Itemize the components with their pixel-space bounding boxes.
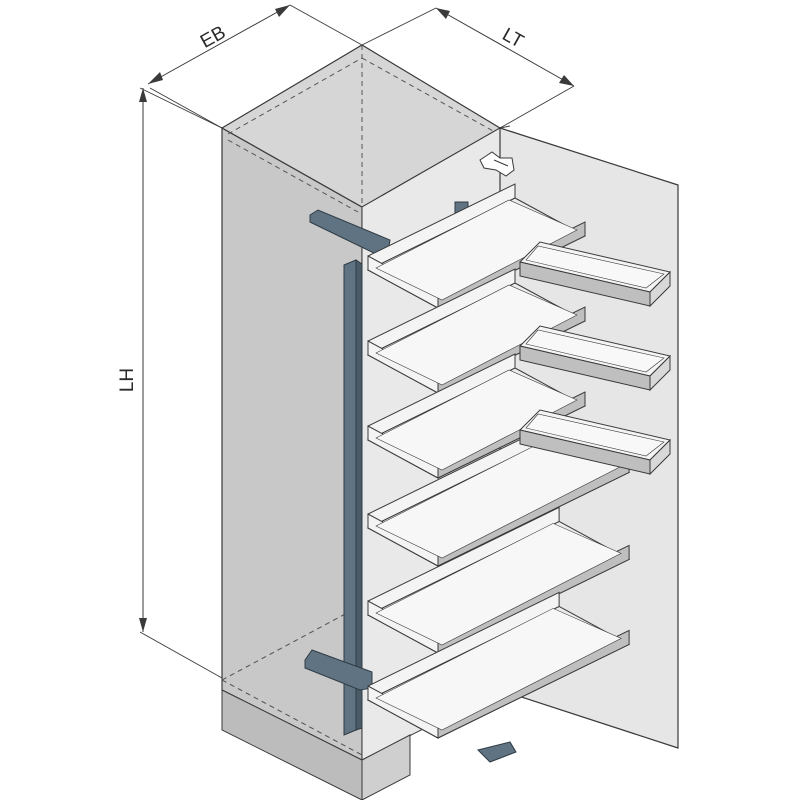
pullout-tray — [366, 591, 631, 739]
arrowhead-icon — [139, 88, 147, 102]
tray-inner — [375, 608, 622, 731]
pullout-tray — [366, 183, 587, 309]
lt-extension-right — [499, 85, 575, 129]
lt-extension-left — [361, 7, 437, 46]
lh-extension-top — [139, 87, 223, 129]
door-shelf — [519, 241, 671, 308]
shelf-inner — [525, 413, 665, 457]
shelf-end — [649, 438, 671, 476]
eb-extension-left — [149, 87, 223, 129]
hidden-edge — [227, 139, 359, 213]
hidden-edge — [361, 57, 496, 133]
vertical-column-side — [355, 259, 363, 731]
tray-inner — [375, 284, 578, 386]
dimension-lh: LH — [117, 87, 223, 679]
door-shelf — [519, 409, 671, 476]
arrowhead-icon — [275, 5, 290, 17]
pullout-tray — [366, 506, 631, 654]
eb-dimension-line — [147, 4, 291, 85]
lt-dimension-line — [435, 7, 575, 87]
shelf-end — [649, 354, 671, 392]
shelf-end — [649, 270, 671, 308]
pullout-trays — [366, 183, 631, 739]
shelf-inner — [525, 245, 665, 289]
plinth-front — [361, 734, 411, 801]
arrowhead-icon — [148, 72, 163, 84]
hinge-icon — [479, 151, 515, 177]
door-shelves — [519, 241, 671, 476]
eb-label: EB — [197, 22, 229, 53]
lh-label: LH — [117, 368, 138, 392]
pullout-tray — [366, 419, 631, 567]
tray-inner — [375, 523, 622, 646]
arrowhead-icon — [436, 8, 450, 19]
lt-label: LT — [499, 24, 528, 53]
eb-extension-right — [289, 4, 363, 46]
door-shelf — [519, 325, 671, 392]
door-edge — [499, 125, 511, 129]
hidden-edge — [227, 57, 363, 135]
tray-inner — [375, 369, 578, 471]
lh-extension-bottom — [139, 631, 223, 679]
arrowhead-icon — [139, 618, 147, 632]
shelf-inner — [525, 329, 665, 373]
arrowhead-icon — [559, 75, 574, 86]
tray-inner — [375, 199, 578, 301]
bottom-runner — [477, 741, 517, 763]
pullout-tray — [366, 268, 587, 394]
